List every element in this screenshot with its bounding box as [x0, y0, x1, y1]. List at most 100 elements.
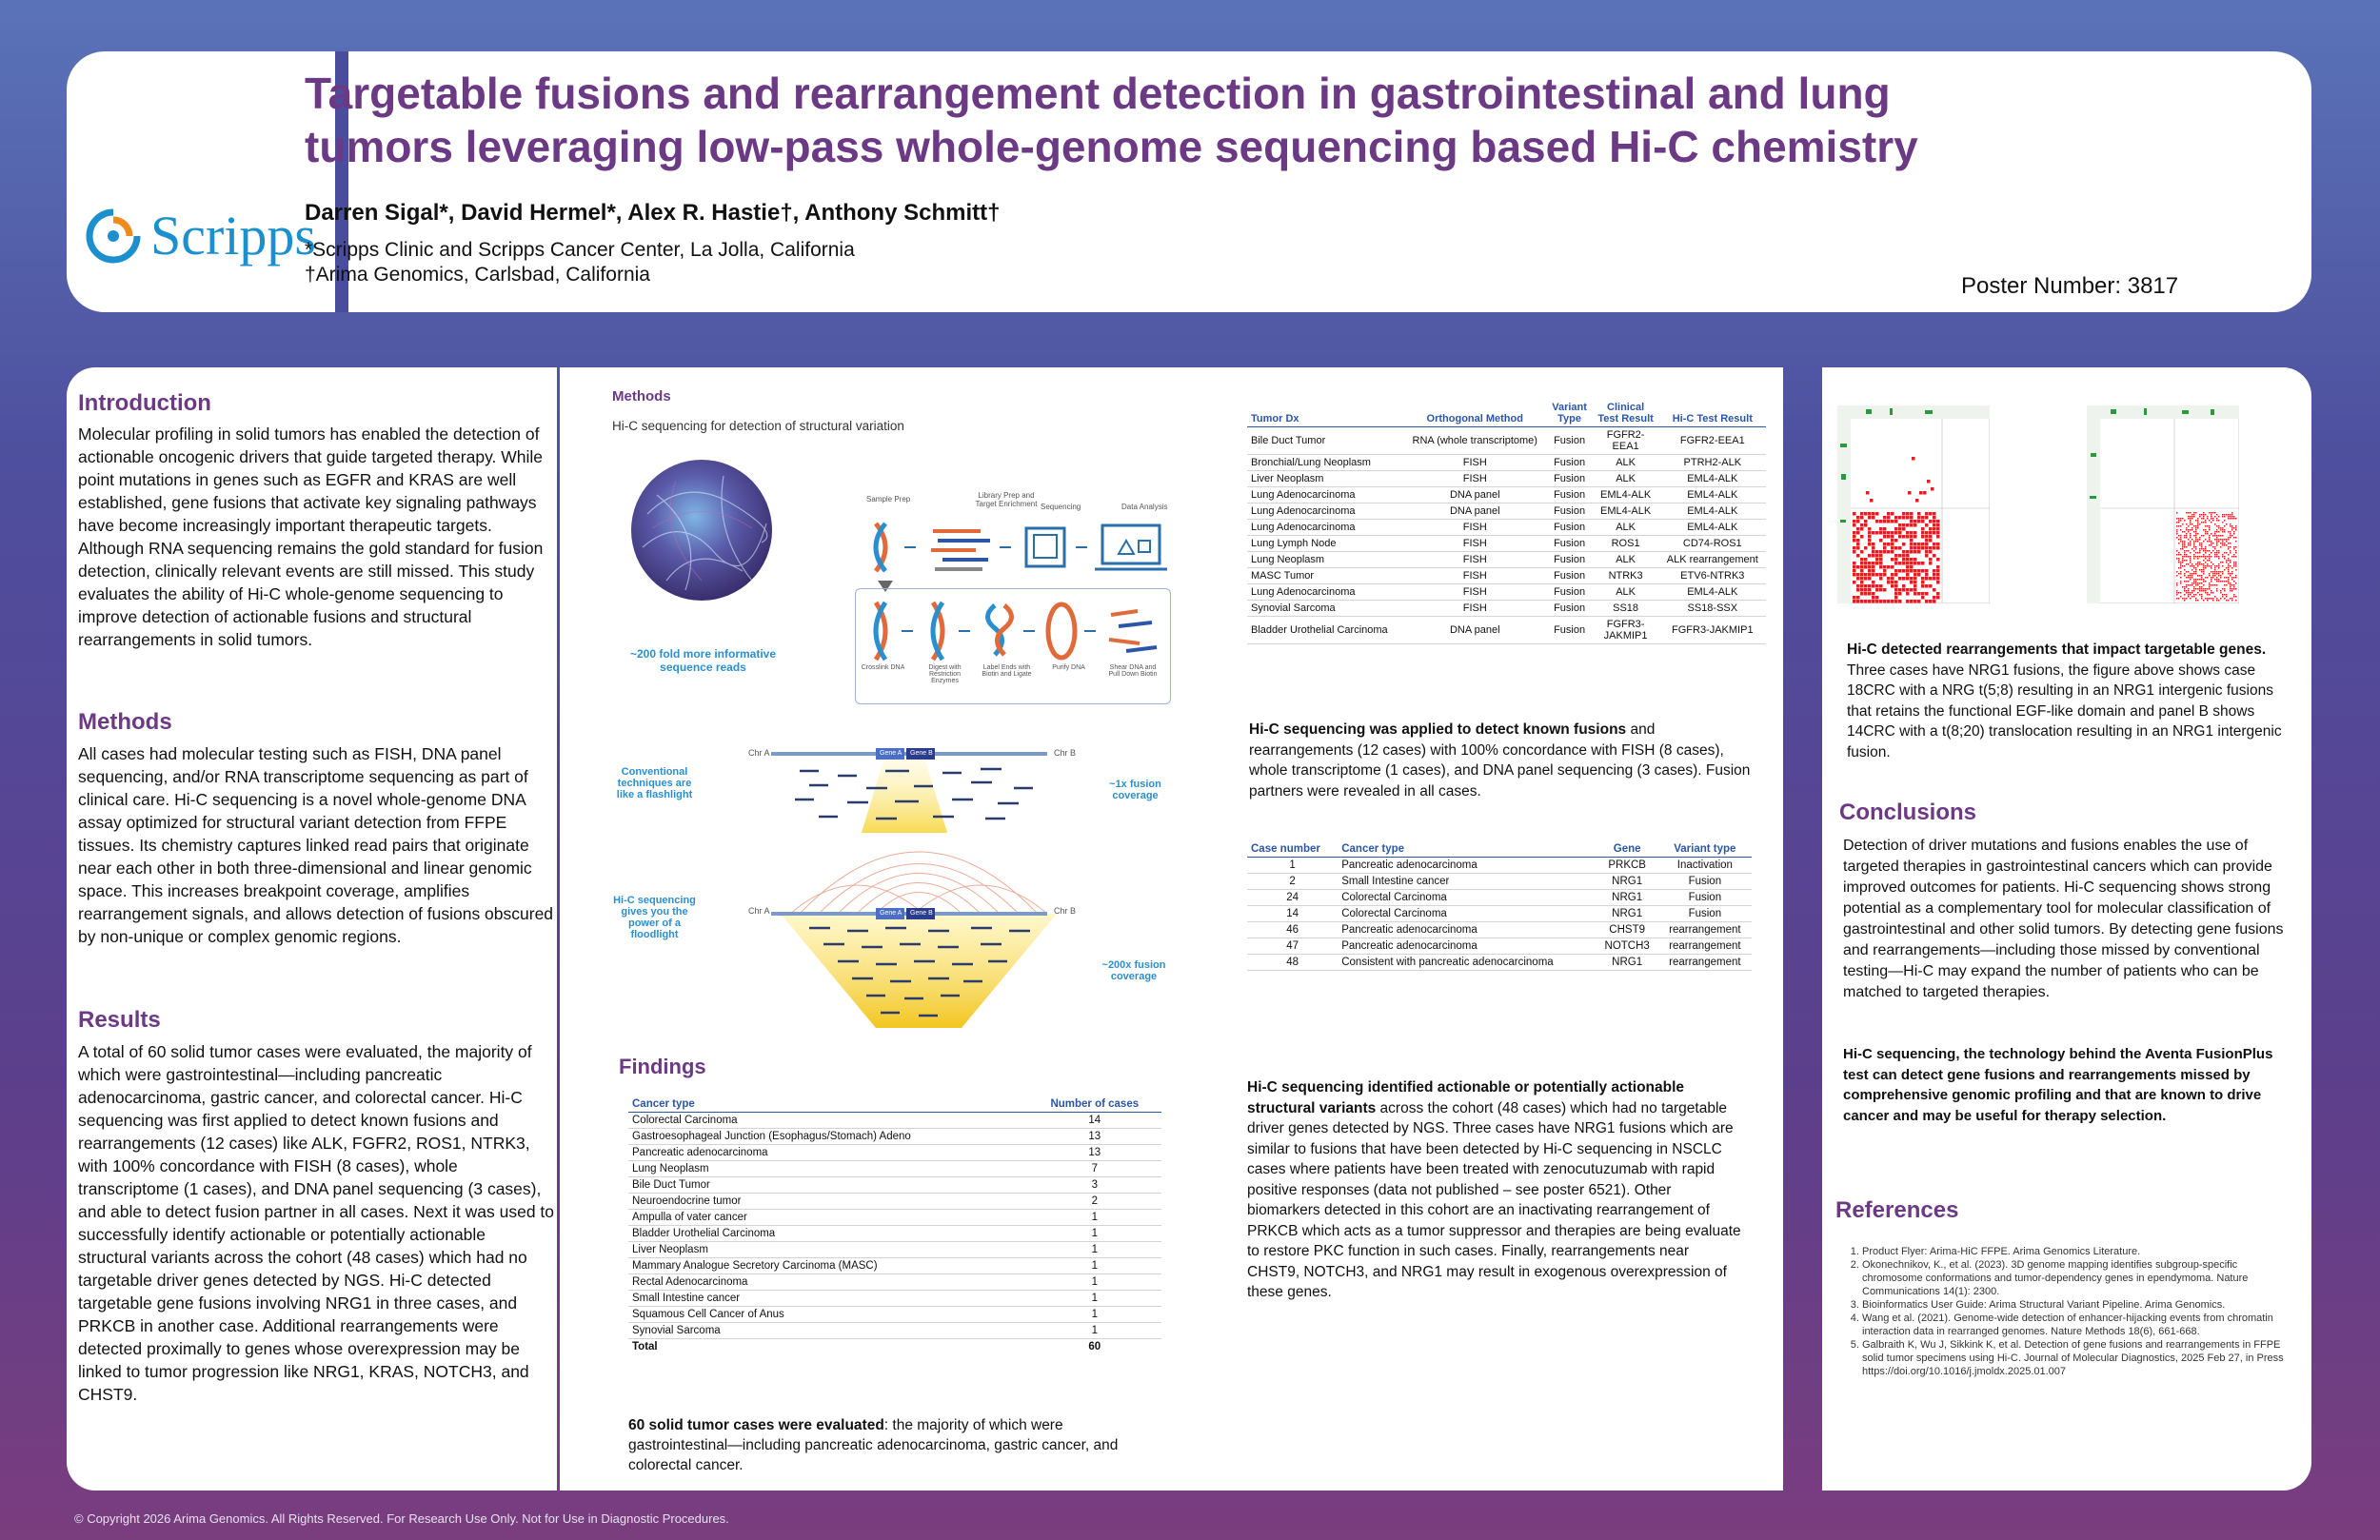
- heatmap-cell: [2209, 573, 2211, 575]
- heatmap-cell: [1910, 565, 1914, 569]
- heatmap-cell: [2224, 514, 2226, 516]
- heatmap-cell: [2201, 556, 2203, 558]
- heatmap-cell: [2211, 518, 2212, 520]
- heatmap-cell: [2222, 539, 2224, 541]
- heatmap-cell: [2231, 514, 2233, 516]
- heatmap-cell: [1891, 539, 1894, 543]
- heatmap-cell: [2228, 565, 2230, 567]
- heatmap-cell: [1883, 573, 1887, 577]
- heatmap-cell: [2176, 550, 2178, 552]
- heatmap-cell: [2209, 565, 2211, 567]
- heatmap-cell: [2192, 584, 2193, 586]
- heatmap-cell: [2193, 546, 2195, 548]
- heatmap-cell: [1868, 512, 1872, 516]
- heatmap-cell: [2180, 567, 2182, 569]
- heatmap-cell: [2195, 527, 2197, 529]
- heatmap-cell: [1914, 569, 1917, 573]
- case-cell: Fusion: [1657, 873, 1752, 890]
- heatmap-cell: [2186, 546, 2188, 548]
- heatmap-cell: [2212, 575, 2214, 577]
- known-cell: Bladder Urothelial Carcinoma: [1247, 616, 1403, 644]
- heatmap-cell: [2180, 563, 2182, 565]
- heatmap-cell: [2235, 562, 2237, 563]
- heatmap-cell: [1902, 569, 1906, 573]
- workflow-label-library-prep: Library Prep and Target Enrichment: [975, 491, 1038, 508]
- findings-cell: Liver Neoplasm: [628, 1241, 1028, 1258]
- heatmap-cell: [2205, 577, 2207, 579]
- heatmap-cell: [2184, 541, 2186, 543]
- heatmap-cell: [2197, 556, 2199, 558]
- heatmap-cell: [1933, 554, 1936, 558]
- heatmap-cell: [1921, 581, 1925, 584]
- heatmap-cell: [2235, 541, 2237, 543]
- heatmap-cell: [2235, 529, 2237, 531]
- heatmap-cell: [2214, 584, 2216, 586]
- heatmap-cell: [2199, 575, 2201, 577]
- case-cell: 48: [1247, 954, 1339, 971]
- known-cell: Lung Adenocarcinoma: [1247, 503, 1403, 520]
- heatmap-cell: [1879, 558, 1883, 562]
- heatmap-cell: [1856, 577, 1860, 581]
- heatmap-cell: [2211, 552, 2212, 554]
- heatmap-cell: [2192, 516, 2193, 518]
- heatmap-cell: [2197, 525, 2199, 527]
- heatmap-cell: [2235, 550, 2237, 552]
- reference-item[interactable]: Product Flyer: Arima-HiC FFPE. Arima Gen…: [1862, 1245, 2300, 1258]
- reference-item[interactable]: Okonechnikov, K., et al. (2023). 3D geno…: [1862, 1258, 2300, 1298]
- conclusions-heading: Conclusions: [1839, 800, 1977, 825]
- heatmap-cell: [2230, 523, 2231, 525]
- heatmap-cell: [2205, 581, 2207, 582]
- heatmap-cell: [2176, 558, 2178, 560]
- heatmap-cell: [2218, 531, 2220, 533]
- known-cell: FISH: [1402, 567, 1547, 584]
- heatmap-cell: [1872, 512, 1875, 516]
- heatmap-cell: [2230, 537, 2231, 539]
- heatmap-cell: [2182, 586, 2184, 588]
- heatmap-cell: [1936, 565, 1940, 569]
- reference-item[interactable]: Bioinformatics User Guide: Arima Structu…: [1862, 1298, 2300, 1312]
- heatmap-cell: [2218, 541, 2220, 543]
- heatmap-cell: [2190, 592, 2192, 594]
- heatmap-cell: [2209, 512, 2211, 514]
- heatmap-cell: [2201, 563, 2203, 565]
- heatmap-cell: [2193, 554, 2195, 556]
- heatmap-cell: [1921, 535, 1925, 539]
- heatmap-cell: [2190, 533, 2192, 535]
- heatmap-cell: [1936, 581, 1940, 584]
- heatmap-cell: [1921, 520, 1925, 523]
- heatmap-cell: [1933, 527, 1936, 531]
- heatmap-cell: [1898, 516, 1902, 520]
- heatmap-cell: [2226, 560, 2228, 562]
- heatmap-cell: [1898, 569, 1902, 573]
- heatmap-cell: [1883, 543, 1887, 546]
- heatmap-cell: [2184, 520, 2186, 522]
- heatmap-cell: [2226, 523, 2228, 525]
- heatmap-cell: [2224, 552, 2226, 554]
- heatmap-cell: [2203, 514, 2205, 516]
- heatmap-cell: [2188, 518, 2190, 520]
- heatmap-cell: [2190, 579, 2192, 581]
- heatmap-cell: [2216, 518, 2218, 520]
- reference-item[interactable]: Wang et al. (2021). Genome-wide detectio…: [1862, 1312, 2300, 1338]
- heatmap-cell: [2209, 554, 2211, 556]
- heatmap-cell: [2214, 535, 2216, 537]
- heatmap-cell: [2176, 592, 2178, 594]
- known-cell: FGFR3-JAKMIP1: [1592, 616, 1659, 644]
- heatmap-cell: [2193, 558, 2195, 560]
- heatmap-cell: [1917, 512, 1921, 516]
- heatmap-cell: [2228, 563, 2230, 565]
- heatmap-cell: [2216, 577, 2218, 579]
- case-cell: rearrangement: [1657, 938, 1752, 955]
- heatmap-cell: [2226, 544, 2228, 546]
- case-col-cancer-type: Cancer type: [1338, 841, 1597, 858]
- known-cell: DNA panel: [1402, 616, 1547, 644]
- heatmap-cell: [2193, 556, 2195, 558]
- heatmap-cell: [2184, 569, 2186, 571]
- reference-item[interactable]: Galbraith K, Wu J, Sikkink K, et al. Det…: [1862, 1338, 2300, 1378]
- heatmap-cell: [2224, 598, 2226, 600]
- heatmap-cell: [1936, 527, 1940, 531]
- heatmap-cell: [2209, 556, 2211, 558]
- known-col-tumor-dx: Tumor Dx: [1247, 400, 1403, 427]
